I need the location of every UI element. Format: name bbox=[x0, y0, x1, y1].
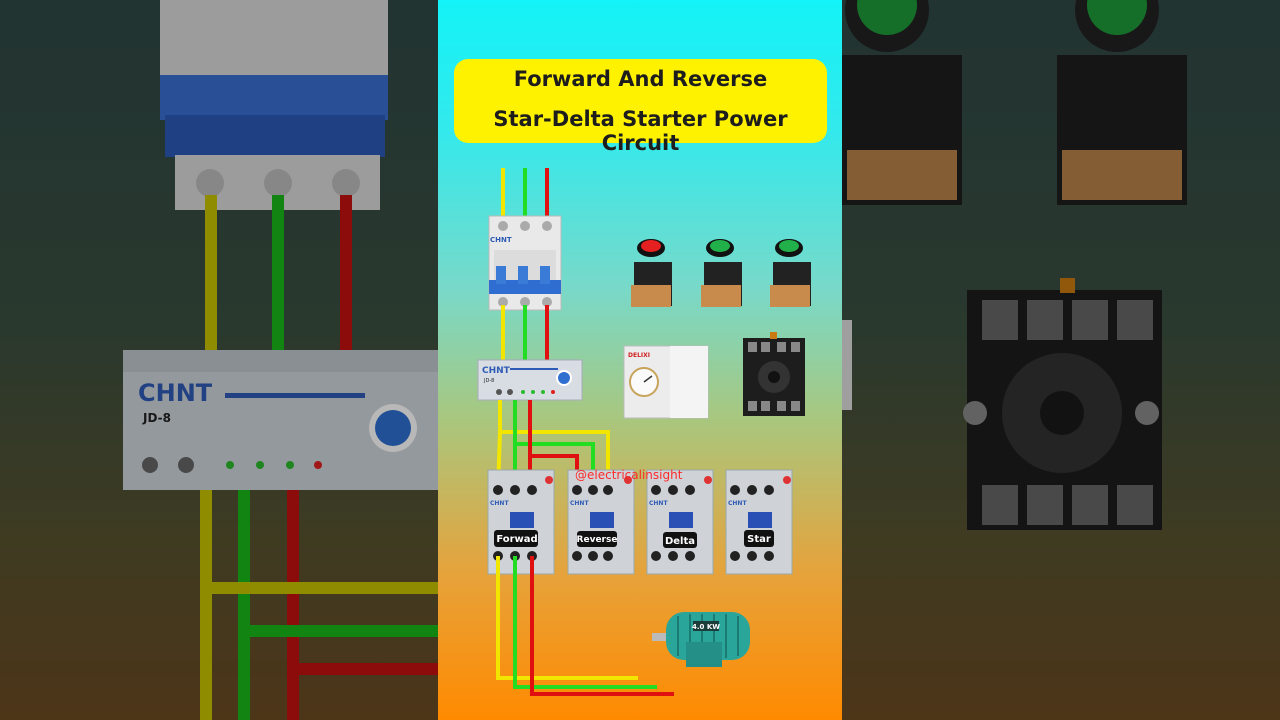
motor-plate: 4.0 KW bbox=[692, 623, 720, 631]
contactor-star: CHNT Star bbox=[725, 469, 793, 575]
contactor-reverse-label: Reverse bbox=[577, 535, 618, 545]
title-line-2: Star-Delta Starter Power Circuit bbox=[493, 107, 788, 155]
circuit-diagram: CHNT CHNT JD-8 bbox=[477, 168, 811, 696]
contactor-reverse: CHNT Reverse bbox=[567, 469, 635, 575]
watermark-text: @electricalinsight bbox=[575, 468, 683, 482]
protector-brand: CHNT bbox=[482, 366, 511, 376]
motor-protector: CHNT JD-8 bbox=[477, 359, 583, 401]
contactor-brand: CHNT bbox=[728, 500, 747, 507]
contactor-delta-label: Delta bbox=[665, 536, 695, 547]
contactor-brand: CHNT bbox=[490, 500, 509, 507]
supply-wires bbox=[501, 168, 549, 222]
title-banner: Forward And Reverse Star-Delta Starter P… bbox=[454, 59, 827, 155]
circuit-breaker: CHNT bbox=[488, 215, 562, 311]
timer-relay: DELIXI bbox=[623, 345, 709, 419]
contactor-brand: CHNT bbox=[570, 500, 589, 507]
right-zoom-illustration bbox=[842, 0, 1187, 530]
three-phase-motor: 4.0 KW bbox=[652, 612, 750, 667]
contactor-brand: CHNT bbox=[649, 500, 668, 507]
diagram-panel: CHNT CHNT JD-8 bbox=[438, 0, 842, 720]
mcb-brand: CHNT bbox=[490, 236, 512, 244]
green-push-button-forward bbox=[701, 239, 742, 307]
contactor-delta: CHNT Delta bbox=[646, 469, 714, 575]
timer-brand: DELIXI bbox=[628, 352, 650, 359]
left-chnt-logo: CHNT bbox=[138, 379, 213, 407]
contactor-star-label: Star bbox=[747, 534, 771, 545]
title-line-1: Forward And Reverse bbox=[513, 67, 768, 91]
left-zoom-illustration: CHNT JD-8 bbox=[123, 0, 438, 720]
left-jd8-label: JD-8 bbox=[142, 411, 171, 425]
red-push-button bbox=[631, 239, 672, 307]
relay-socket bbox=[743, 332, 805, 416]
contactor-forward-label: Forwad bbox=[496, 534, 537, 545]
motor-wiring bbox=[496, 556, 674, 696]
protector-model: JD-8 bbox=[483, 378, 494, 384]
green-push-button-reverse bbox=[770, 239, 811, 307]
right-zoomed-background bbox=[842, 0, 1280, 720]
left-zoomed-background: CHNT JD-8 bbox=[0, 0, 438, 720]
